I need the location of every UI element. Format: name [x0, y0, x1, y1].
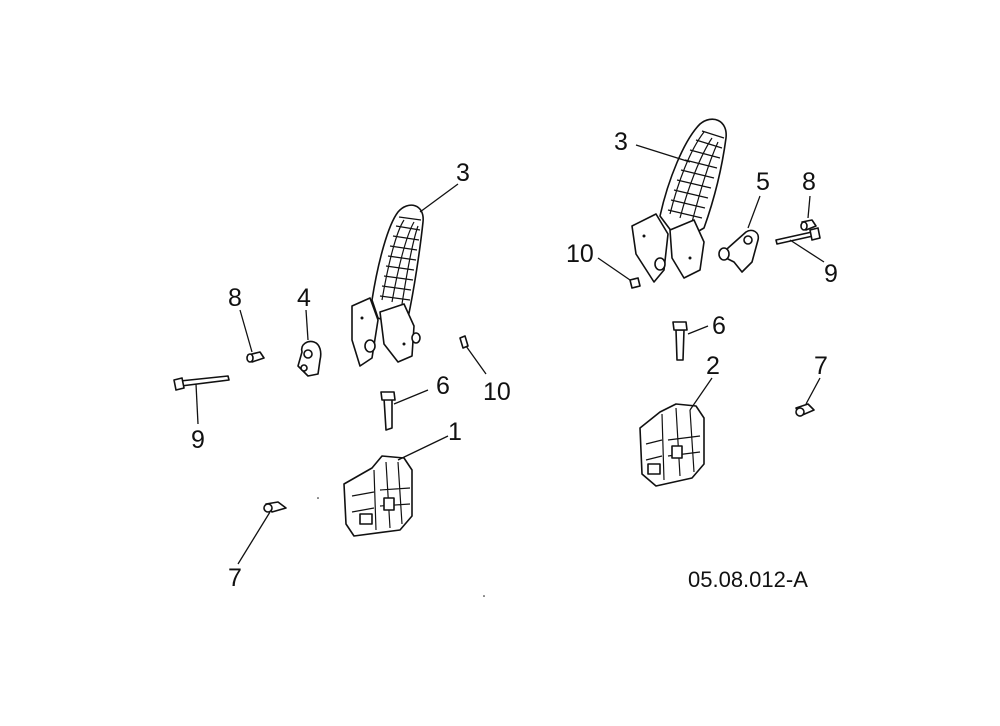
left-long-bolt: [173, 375, 230, 391]
callout-left-pedal: 3: [456, 159, 470, 187]
left-screw: [263, 501, 287, 513]
callout-right-screw: 7: [814, 352, 828, 380]
left-housing: [343, 455, 413, 537]
callout-left-short-bolt: 6: [436, 372, 450, 400]
callout-right-short-bolt: 6: [712, 312, 726, 340]
callout-right-long-bolt: 9: [824, 260, 838, 288]
callout-left-screw: 7: [228, 564, 242, 592]
callout-right-pedal: 3: [614, 128, 628, 156]
left-pedal: [351, 204, 424, 367]
speck: [483, 595, 485, 597]
callout-right-pivot-bracket: 5: [756, 168, 770, 196]
figure-code: 05.08.012-A: [688, 567, 808, 592]
right-spacer: [800, 219, 817, 231]
right-leader-lines: [597, 144, 825, 411]
callout-right-spacer: 8: [802, 168, 816, 196]
right-nut: [629, 277, 641, 289]
callout-right-nut: 10: [566, 240, 594, 268]
right-screw: [795, 403, 815, 417]
callout-left-long-bolt: 9: [191, 426, 205, 454]
right-housing: [639, 403, 705, 487]
left-leader-lines: [195, 183, 487, 565]
right-long-bolt: [775, 227, 821, 245]
right-short-bolt: [672, 321, 688, 361]
callout-left-housing: 1: [448, 418, 462, 446]
callout-left-spacer: 8: [228, 284, 242, 312]
right-pivot-bracket: [718, 229, 760, 273]
left-nut: [459, 335, 469, 349]
callout-right-housing: 2: [706, 352, 720, 380]
speck: [317, 497, 319, 499]
callout-left-nut: 10: [483, 378, 511, 406]
callout-left-pivot-bracket: 4: [297, 284, 311, 312]
left-short-bolt: [380, 391, 396, 431]
left-pivot-bracket: [297, 340, 322, 377]
right-pedal: [631, 118, 727, 283]
left-spacer: [246, 351, 265, 363]
